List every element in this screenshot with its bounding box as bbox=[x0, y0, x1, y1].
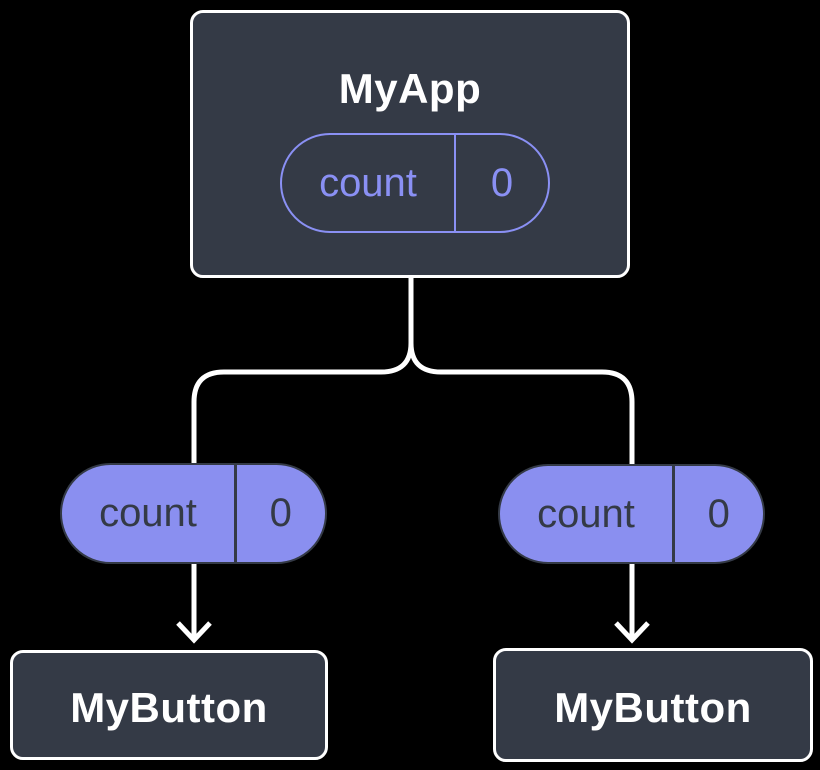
arrow-down-icon bbox=[614, 621, 650, 644]
component-label: MyButton bbox=[70, 684, 268, 731]
prop-pill-right: count 0 bbox=[498, 464, 765, 564]
connector-left-branch bbox=[191, 275, 414, 468]
component-node-myapp: MyApp count 0 bbox=[190, 10, 630, 278]
prop-value: 0 bbox=[707, 491, 730, 536]
prop-name-label: count bbox=[99, 491, 197, 535]
connector-right-branch bbox=[408, 275, 635, 468]
state-pill: count 0 bbox=[280, 133, 550, 233]
component-label: MyApp bbox=[338, 65, 482, 112]
component-node-mybutton-right: MyButton bbox=[493, 648, 813, 762]
pill-divider bbox=[234, 465, 237, 562]
prop-value: 0 bbox=[269, 491, 292, 535]
component-node-mybutton-left: MyButton bbox=[10, 650, 328, 760]
state-name-label: count bbox=[319, 160, 417, 205]
component-label: MyButton bbox=[554, 684, 752, 731]
prop-name-label: count bbox=[537, 491, 635, 536]
arrow-down-icon bbox=[176, 621, 212, 644]
prop-pill-left: count 0 bbox=[60, 463, 327, 564]
pill-divider bbox=[454, 135, 456, 231]
state-value: 0 bbox=[490, 160, 514, 205]
pill-divider bbox=[672, 466, 675, 562]
